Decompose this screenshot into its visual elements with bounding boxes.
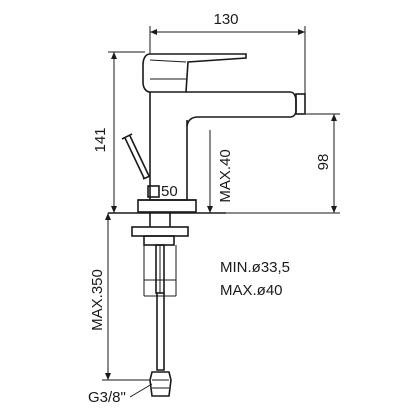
dim-label-130: 130 <box>213 11 238 28</box>
dim-max-40 <box>207 130 213 213</box>
hose-fitting <box>149 371 172 397</box>
mounting-nut <box>131 226 189 237</box>
lever-handle <box>142 53 247 93</box>
dim-label-min-diameter: MIN.ø33,5 <box>220 259 290 276</box>
dim-label-thread: G3/8" <box>88 389 126 406</box>
dim-label-141: 141 <box>92 127 109 152</box>
aerator <box>295 93 306 115</box>
dim-label-max-350: MAX.350 <box>89 269 106 331</box>
deck-mount <box>108 199 226 294</box>
pop-up-rod <box>121 133 151 180</box>
dim-width-130 <box>149 26 306 94</box>
dim-label-max-40: MAX.40 <box>217 149 234 202</box>
dim-hose-350 <box>102 213 150 381</box>
square-symbol <box>147 185 160 198</box>
dim-thread-leader <box>129 383 153 398</box>
dim-label-max-diameter: MAX.ø40 <box>220 282 283 299</box>
dim-spout-98 <box>226 113 340 214</box>
dim-hole-diameter <box>143 245 177 297</box>
spout <box>186 91 297 127</box>
dim-label-50: 50 <box>161 183 178 200</box>
flex-hose <box>149 293 172 397</box>
faucet-body <box>121 53 306 201</box>
dim-label-98: 98 <box>315 154 332 171</box>
dim-height-141 <box>108 51 145 213</box>
